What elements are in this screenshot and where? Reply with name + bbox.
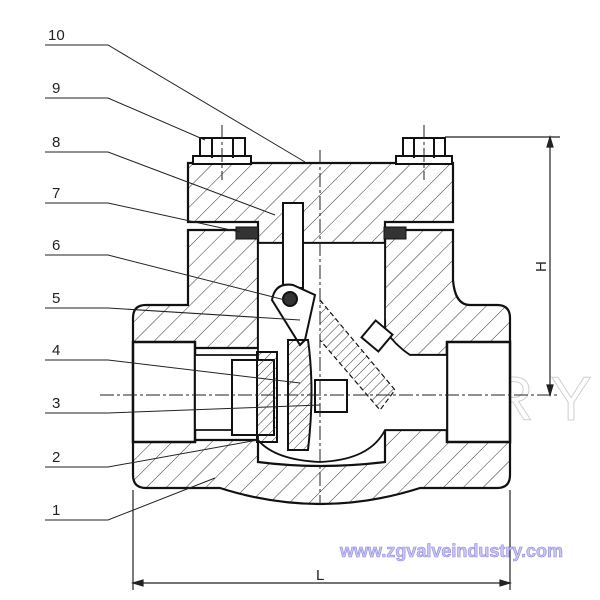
part-label-9: 9 (52, 80, 60, 97)
website-watermark: www.zgvalveindustry.com (339, 541, 563, 561)
gasket-left (235, 226, 259, 240)
part-label-2: 2 (52, 449, 60, 466)
dimension-label-H: H (533, 261, 550, 272)
inlet-socket (131, 340, 197, 444)
leader-lines (45, 44, 321, 521)
part-label-1: 1 (52, 502, 60, 519)
outlet-socket (445, 340, 512, 444)
gasket-right (383, 226, 407, 240)
part-labels: 10 9 8 7 6 5 4 3 2 1 (48, 27, 65, 519)
part-label-5: 5 (52, 290, 60, 307)
part-label-10: 10 (48, 27, 65, 44)
dimension-lines (130, 134, 560, 590)
part-label-4: 4 (52, 342, 60, 359)
bolts (192, 137, 453, 165)
dimension-label-L: L (316, 567, 324, 584)
part-label-3: 3 (52, 395, 60, 412)
part-label-6: 6 (52, 237, 60, 254)
centerlines (100, 125, 560, 505)
internals (231, 202, 396, 451)
part-label-8: 8 (52, 134, 60, 151)
part-label-7: 7 (52, 185, 60, 202)
